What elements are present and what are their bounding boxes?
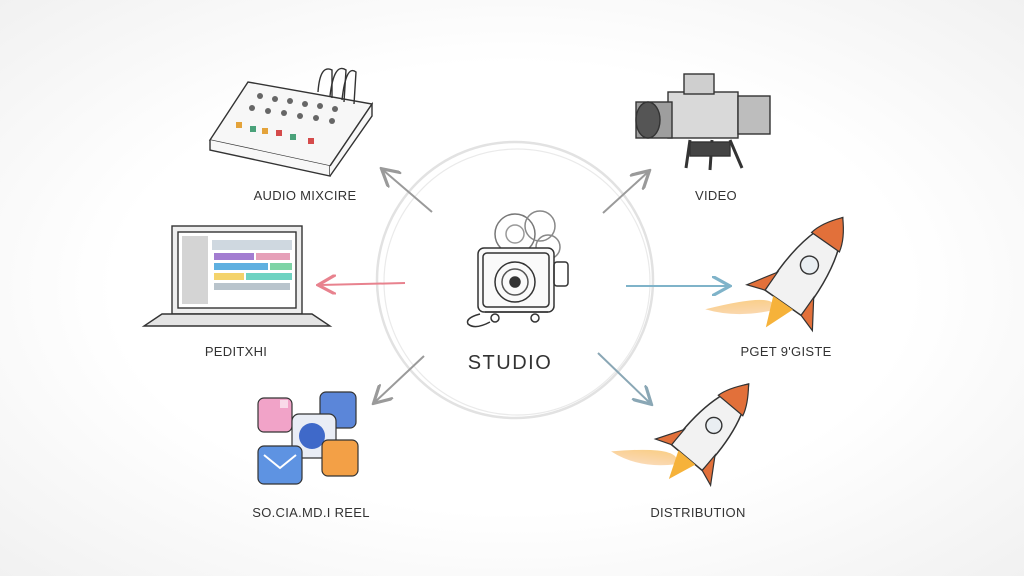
video-camera-icon — [635, 73, 771, 171]
arrow-to-editing — [320, 283, 406, 285]
audio-mixer-label: AUDIO MIXCIRE — [253, 188, 357, 203]
social-label: SO.CIA.MD.I REEL — [252, 505, 370, 520]
rocket-top-label: PGET 9'GISTE — [740, 344, 832, 359]
arrow-to-social — [375, 355, 425, 402]
editing-label: PEDITXHI — [204, 344, 268, 359]
studio-projector-icon — [466, 210, 569, 328]
editing-laptop-icon — [141, 225, 333, 327]
video-label: VIDEO — [695, 188, 737, 203]
rocket-distribution-icon — [611, 383, 750, 488]
studio-label: STUDIO — [467, 352, 553, 374]
rocket-top-icon — [705, 216, 844, 333]
arrow-to-video — [602, 172, 648, 214]
audio-mixer-icon — [208, 67, 374, 177]
arrow-to-audio-mixer — [383, 170, 433, 213]
arrow-to-distribution — [597, 352, 650, 403]
hub-circle — [375, 140, 655, 420]
social-media-icon — [257, 391, 359, 485]
distribution-label: DISTRIBUTION — [650, 505, 746, 520]
